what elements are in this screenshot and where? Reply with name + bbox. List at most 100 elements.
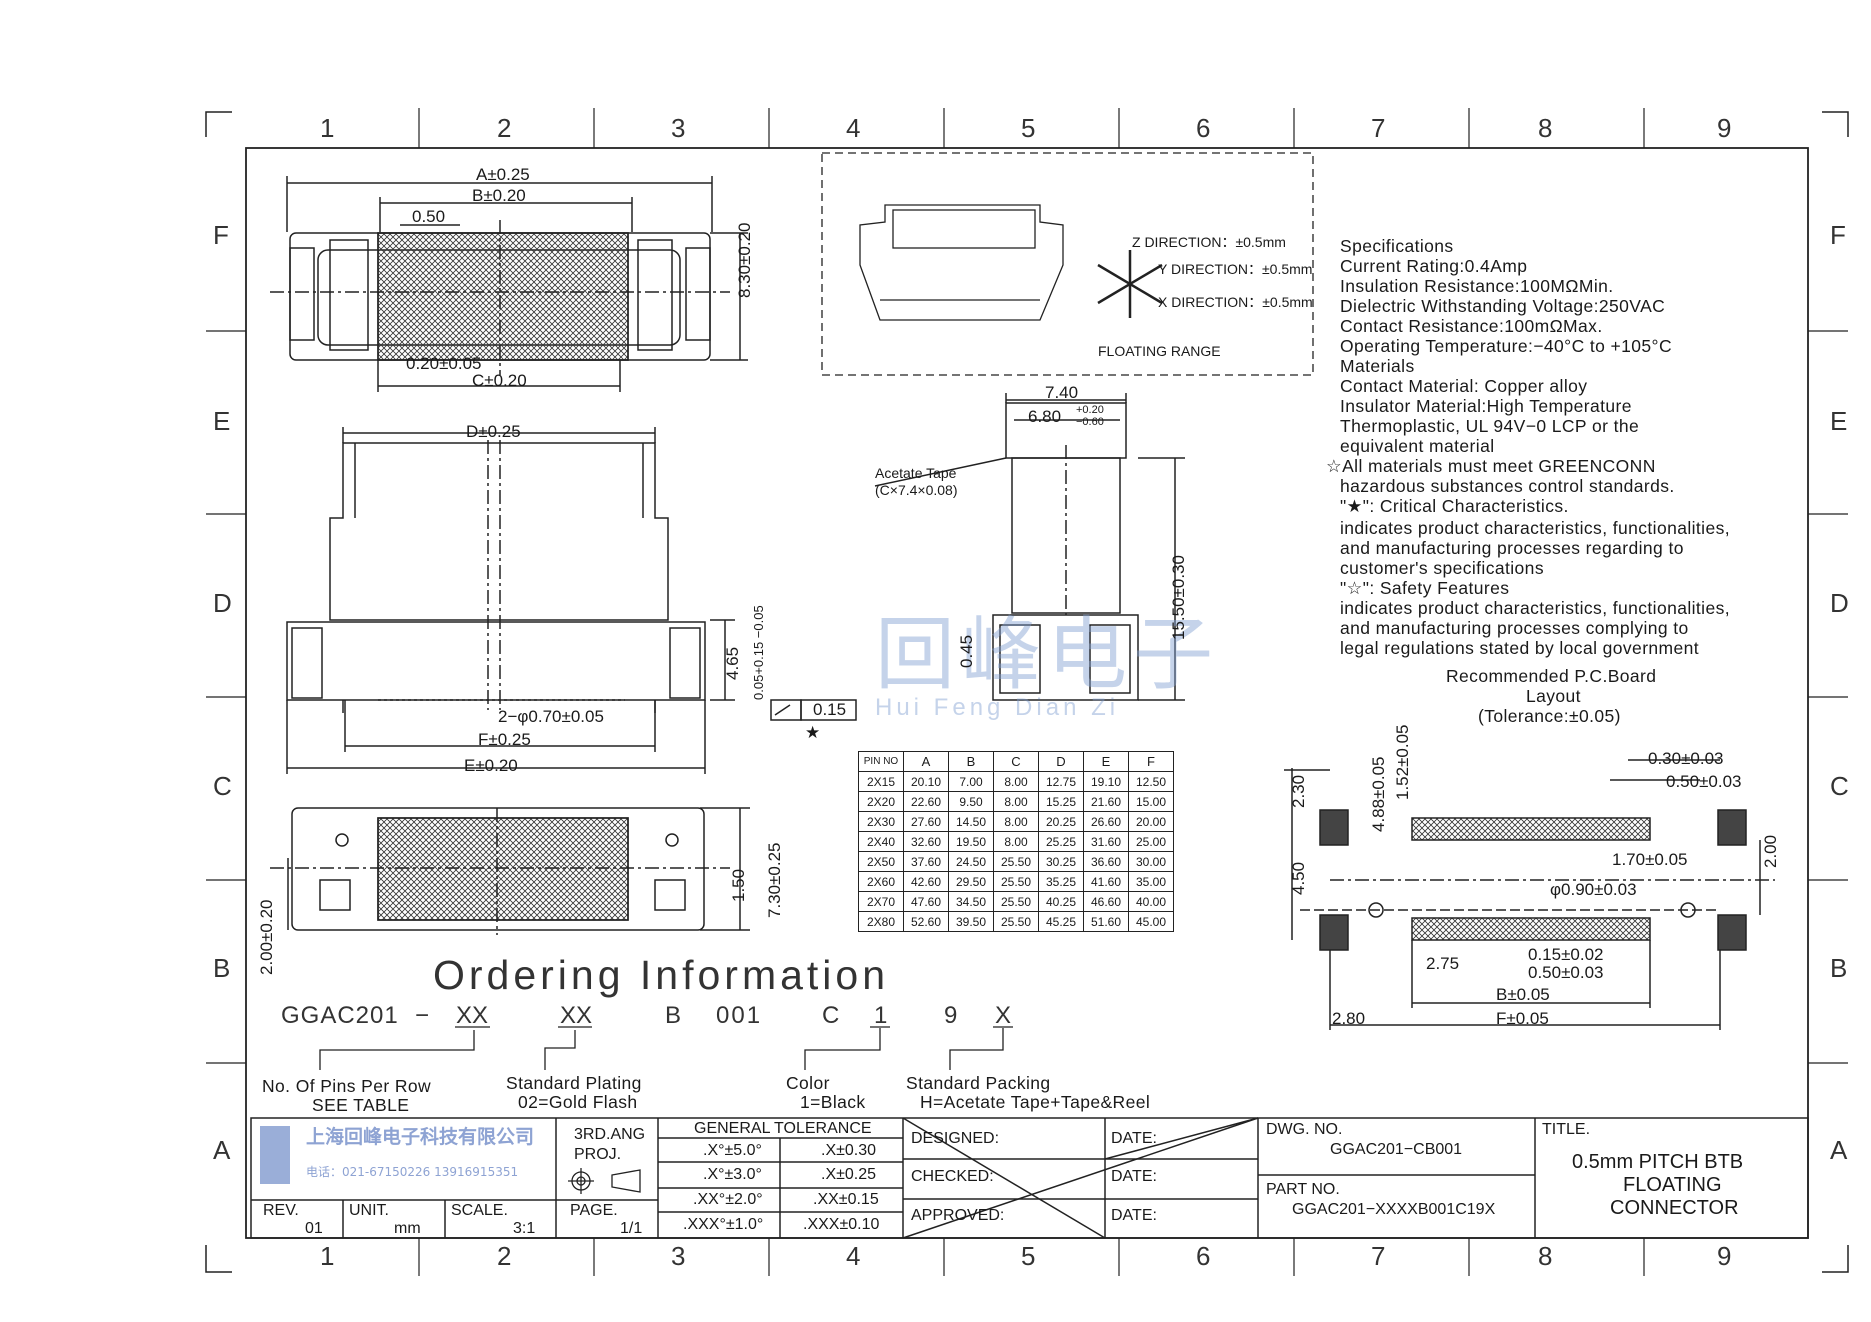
pin-table-header-cell: C <box>993 751 1039 772</box>
ordering-code-c: C <box>822 1002 840 1029</box>
dim-holes: 2−φ0.70±0.05 <box>498 707 604 726</box>
dim-side-w1: 7.40 <box>1045 383 1079 402</box>
zone-col-9: 9 <box>1717 113 1732 143</box>
zone-col-5-bottom: 5 <box>1021 1241 1036 1271</box>
zone-row-e: E <box>213 406 231 436</box>
tolerance-angle: .XX°±2.0° <box>693 1191 763 1208</box>
ordering-code-packing: X <box>995 1002 1012 1029</box>
ordering-packing-sub: H=Acetate Tape+Tape&Reel <box>920 1092 1151 1112</box>
pcb-d-200: 2.00 <box>1761 834 1780 868</box>
tolerance-angle: .XXX°±1.0° <box>683 1216 764 1233</box>
table-cell: 25.50 <box>993 891 1039 912</box>
table-cell: 2X70 <box>858 891 904 912</box>
table-cell: 29.50 <box>948 871 994 892</box>
spec-line: ☆All materials must meet GREENCONN <box>1326 456 1656 476</box>
pcb-d-090: φ0.90±0.03 <box>1550 880 1637 899</box>
tape-size: (C×7.4×0.08) <box>875 482 958 498</box>
part-no-label: PART NO. <box>1266 1181 1340 1198</box>
zone-row-a-right: A <box>1830 1135 1848 1165</box>
dim-flatness: 0.15 <box>813 700 847 719</box>
table-cell: 8.00 <box>993 791 1039 812</box>
table-cell: 39.50 <box>948 911 994 932</box>
top-view <box>270 176 748 392</box>
table-cell: 25.50 <box>993 851 1039 872</box>
frame-corners <box>205 111 1849 1273</box>
floating-y: Y DIRECTION：±0.5mm <box>1158 261 1313 277</box>
dim-side-w2: 6.80 <box>1028 407 1062 426</box>
ordering-plating-label: Standard Plating <box>506 1073 642 1093</box>
table-cell: 26.60 <box>1083 811 1129 832</box>
table-cell: 32.60 <box>903 831 949 852</box>
table-cell: 25.50 <box>993 911 1039 932</box>
dim-pin-width: 0.20±0.05 <box>406 354 482 373</box>
zone-col-4-bottom: 4 <box>846 1241 861 1271</box>
table-cell: 20.00 <box>1128 811 1174 832</box>
table-cell: 40.00 <box>1128 891 1174 912</box>
zone-row-b-right: B <box>1830 953 1848 983</box>
scale-label: SCALE. <box>451 1202 508 1219</box>
pin-table-header-cell: PIN NO <box>858 751 904 772</box>
spec-line: Contact Material: Copper alloy <box>1340 376 1588 396</box>
pcb-layout-drawing <box>1284 759 1775 1030</box>
page-value: 1/1 <box>620 1220 643 1237</box>
table-cell: 2X15 <box>858 771 904 792</box>
dim-b: B±0.20 <box>472 186 526 205</box>
dim-side-w2-plus: +0.20 <box>1076 404 1104 416</box>
ordering-code-b: B <box>665 1002 682 1029</box>
table-cell: 31.60 <box>1083 831 1129 852</box>
title-line-1: 0.5mm PITCH BTB <box>1572 1151 1744 1173</box>
floating-x: X DIRECTION：±0.5mm <box>1158 294 1313 310</box>
designed-date-label: DATE: <box>1111 1130 1157 1147</box>
spec-line: Specifications <box>1340 236 1454 256</box>
table-cell: 45.00 <box>1128 911 1174 932</box>
zone-row-e-right: E <box>1830 406 1848 436</box>
ordering-code-base: GGAC201 <box>281 1002 399 1029</box>
checked-label: CHECKED: <box>911 1168 994 1185</box>
zone-col-9-bottom: 9 <box>1717 1241 1732 1271</box>
zone-col-7-bottom: 7 <box>1371 1241 1386 1271</box>
table-cell: 36.60 <box>1083 851 1129 872</box>
zone-col-8: 8 <box>1538 113 1553 143</box>
bottom-view <box>270 807 750 935</box>
pin-table-header: PIN NO A B C D E F <box>858 751 1174 772</box>
table-cell: 2X30 <box>858 811 904 832</box>
dim-stack-b: 0.05+0.15 −0.05 <box>751 605 766 700</box>
dim-pitch: 0.50 <box>412 207 446 226</box>
zone-col-7: 7 <box>1371 113 1386 143</box>
pcb-d-170: 1.70±0.05 <box>1612 850 1688 869</box>
ordering-leaders <box>319 1026 1013 1070</box>
front-view <box>286 427 857 774</box>
ordering-code-001: 001 <box>716 1002 763 1029</box>
zone-col-6-bottom: 6 <box>1196 1241 1211 1271</box>
table-cell: 9.50 <box>948 791 994 812</box>
projection-1: 3RD.ANG <box>574 1126 646 1143</box>
dwg-no-label: DWG. NO. <box>1266 1121 1343 1138</box>
unit-value: mm <box>394 1220 421 1237</box>
pin-table-header-cell: D <box>1038 751 1084 772</box>
table-cell: 19.10 <box>1083 771 1129 792</box>
zone-row-d: D <box>213 588 232 618</box>
title-line-2: FLOATING <box>1623 1174 1722 1196</box>
pin-table-header-cell: E <box>1083 751 1129 772</box>
table-cell: 8.00 <box>993 771 1039 792</box>
spec-line: Current Rating:0.4Amp <box>1340 256 1528 276</box>
dim-c: C±0.20 <box>472 371 527 390</box>
table-cell: 15.25 <box>1038 791 1084 812</box>
dim-side-gap: 0.45 <box>957 634 976 668</box>
table-cell: 25.50 <box>993 871 1039 892</box>
zone-col-3-bottom: 3 <box>671 1241 686 1271</box>
approved-label: APPROVED: <box>911 1207 1005 1224</box>
pcb-d-488: 4.88±0.05 <box>1369 756 1388 832</box>
table-cell: 7.00 <box>948 771 994 792</box>
zone-col-5: 5 <box>1021 113 1036 143</box>
dwg-no: GGAC201−CB001 <box>1330 1141 1463 1158</box>
table-cell: 40.25 <box>1038 891 1084 912</box>
rev-label: REV. <box>263 1202 299 1219</box>
dim-height: 8.30±0.20 <box>735 222 754 298</box>
watermark-pinyin: Hui Feng Dian Zi <box>875 694 1120 721</box>
